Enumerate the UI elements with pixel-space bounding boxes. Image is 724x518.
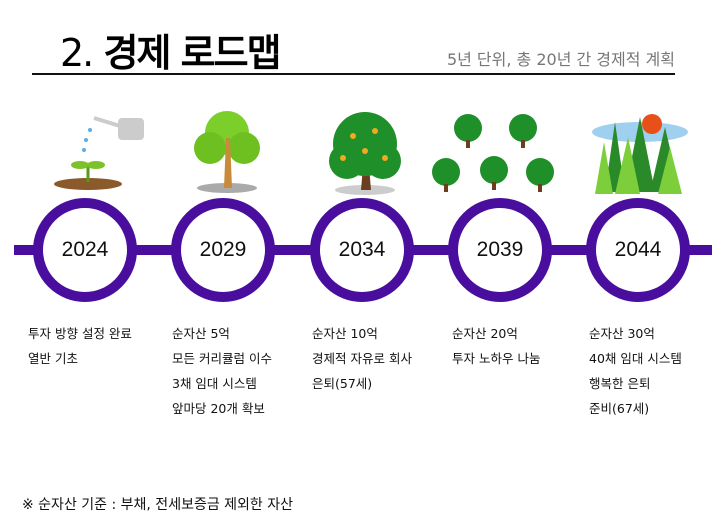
- milestone-line: 40채 임대 시스템: [589, 351, 682, 366]
- year-node-2029: 2029: [171, 198, 275, 302]
- subtitle: 5년 단위, 총 20년 간 경제적 계획: [446, 50, 675, 69]
- young-tree-icon: [194, 111, 260, 193]
- title-underline: [32, 73, 675, 75]
- title-text: 경제 로드맵: [103, 31, 282, 75]
- footnote: ※ 순자산 기준 : 부채, 전세보증금 제외한 자산: [22, 497, 294, 513]
- milestone-line: 열반 기초: [28, 351, 78, 366]
- year-node-2039: 2039: [448, 198, 552, 302]
- milestone-line: 모든 커리큘럼 이수: [172, 351, 272, 366]
- milestone-line: 앞마당 20개 확보: [172, 401, 265, 416]
- milestone-line: 투자 노하우 나눔: [452, 351, 541, 366]
- milestone-line: 투자 방향 설정 완료: [28, 326, 132, 341]
- year-node-2044: 2044: [586, 198, 690, 302]
- year-node-2034: 2034: [310, 198, 414, 302]
- title-number: 2.: [60, 31, 94, 75]
- milestone-line: 준비(67세): [589, 401, 650, 416]
- forest-icon: [592, 114, 688, 194]
- milestone-line: 순자산 20억: [452, 326, 518, 341]
- orchard-icon: [432, 114, 554, 192]
- milestone-line: 경제적 자유로 회사: [312, 351, 412, 366]
- milestone-line: 순자산 5억: [172, 326, 230, 341]
- milestone-line: 은퇴(57세): [312, 376, 373, 391]
- milestone-line: 순자산 10억: [312, 326, 378, 341]
- milestone-line: 행복한 은퇴: [589, 376, 651, 391]
- page-title: 2. 경제 로드맵: [60, 22, 282, 77]
- milestone-line: 순자산 30억: [589, 326, 655, 341]
- sprout-watering-icon: [54, 116, 144, 190]
- year-node-2024: 2024: [33, 198, 137, 302]
- milestone-line: 3채 임대 시스템: [172, 376, 257, 391]
- fruit-tree-icon: [329, 112, 401, 195]
